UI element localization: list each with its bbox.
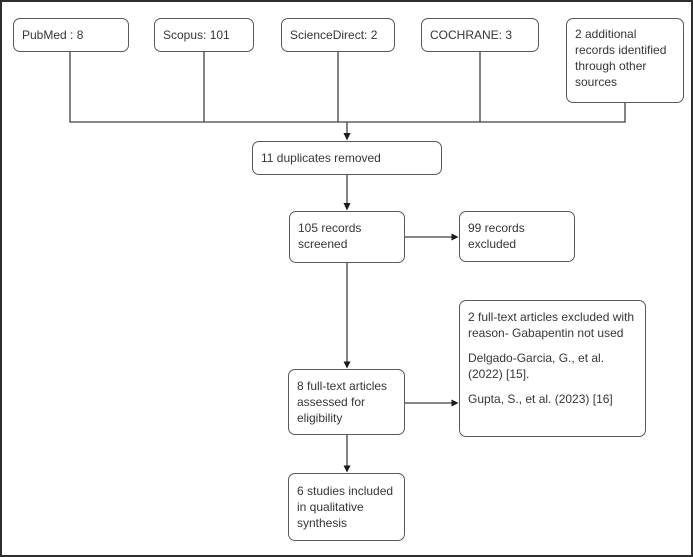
source-label-sciencedirect: ScienceDirect: 2 <box>290 28 378 42</box>
arrowhead-down-screened <box>343 203 351 211</box>
fulltext-exclusion-reference-2: Gupta, S., et al. (2023) [16] <box>468 392 613 406</box>
fulltext-assessed-label: 8 full-text articles assessed for eligib… <box>297 379 388 425</box>
source-label-cochrane: COCHRANE: 3 <box>430 28 513 42</box>
arrowhead-right-excluded <box>451 233 459 241</box>
fulltext-exclusion-reference-1: Delgado-Garcia, G., et al. (2022) [15]. <box>468 351 605 381</box>
studies-included-box: 6 studies included in qualitative synthe… <box>288 473 405 541</box>
studies-included-label: 6 studies included in qualitative synthe… <box>297 484 394 530</box>
source-box-sciencedirect: ScienceDirect: 2 <box>281 18 395 52</box>
fulltext-assessed-box: 8 full-text articles assessed for eligib… <box>288 369 405 435</box>
source-label-pubmed: PubMed : 8 <box>22 28 84 42</box>
source-label-additional-sources: 2 additional records identified through … <box>575 27 667 89</box>
source-box-cochrane: COCHRANE: 3 <box>421 18 539 52</box>
records-excluded-box: 99 records excluded <box>459 211 575 262</box>
records-screened-label: 105 records screened <box>298 221 362 251</box>
records-screened-box: 105 records screened <box>289 211 405 263</box>
arrowhead-down-fulltext <box>343 361 351 369</box>
fulltext-exclusion-box: 2 full-text articles excluded with reaso… <box>459 300 646 437</box>
records-excluded-label: 99 records excluded <box>468 221 525 251</box>
source-label-scopus: Scopus: 101 <box>163 28 230 42</box>
source-box-additional-sources: 2 additional records identified through … <box>566 18 684 103</box>
fulltext-exclusion-reason: 2 full-text articles excluded with reaso… <box>468 310 635 340</box>
arrowhead-right-exclusion <box>451 399 459 407</box>
source-box-pubmed: PubMed : 8 <box>13 18 129 52</box>
duplicates-removed-label: 11 duplicates removed <box>261 151 381 165</box>
duplicates-removed-box: 11 duplicates removed <box>252 141 442 175</box>
arrowhead-down-included <box>343 465 351 473</box>
source-box-scopus: Scopus: 101 <box>154 18 254 52</box>
arrowhead-down-duplicates <box>343 133 351 141</box>
